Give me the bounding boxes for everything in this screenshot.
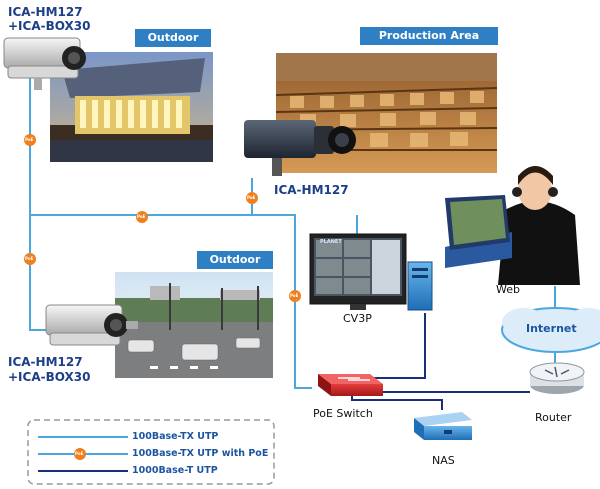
legend-item-utp-poe: 100Base-TX UTP with PoE (132, 448, 269, 459)
web-user[interactable] (445, 166, 580, 285)
poe-badge (24, 253, 36, 265)
camera-model-label: ICA-HM127 (274, 183, 349, 197)
scene-label-outdoor: Outdoor (197, 251, 273, 269)
legend-item-gigabit: 1000Base-T UTP (132, 465, 218, 476)
router-icon[interactable] (529, 362, 585, 394)
camera-housing-label: +ICA-BOX30 (8, 19, 91, 33)
cv3p-monitor[interactable] (309, 233, 407, 310)
poe-switch-label: PoE Switch (313, 407, 373, 420)
camera-housing-label: +ICA-BOX30 (8, 370, 91, 384)
outdoor-top-photo (50, 52, 213, 162)
nas-label: NAS (432, 454, 455, 467)
router-label: Router (535, 411, 572, 424)
internet-cloud (501, 307, 600, 353)
poe-badge-text: PoE (290, 293, 299, 298)
box-camera-icon[interactable] (45, 304, 138, 346)
outdoor-bottom-photo (115, 272, 273, 378)
nas-icon[interactable] (414, 412, 472, 440)
poe-switch-icon[interactable] (318, 374, 383, 396)
poe-badge (246, 192, 258, 204)
poe-badge-text: PoE (25, 137, 34, 142)
poe-badge-text: PoE (75, 451, 84, 456)
cv3p-label: CV3P (343, 312, 372, 325)
camera-model-label: ICA-HM127 (8, 5, 83, 19)
internet-label: Internet (526, 322, 577, 335)
web-label: Web (496, 283, 520, 296)
pc-tower[interactable] (407, 261, 433, 311)
gigabit-lines (351, 313, 530, 410)
poe-badge-text: PoE (247, 195, 256, 200)
box-camera-icon[interactable] (244, 120, 356, 176)
poe-badge-text: PoE (137, 214, 146, 219)
legend (27, 419, 275, 485)
scene-label-outdoor: Outdoor (135, 29, 211, 47)
box-camera-icon[interactable] (3, 37, 86, 90)
poe-badges (24, 134, 301, 302)
poe-badge (289, 290, 301, 302)
camera-model-label: ICA-HM127 (8, 355, 83, 369)
poe-badge (136, 211, 148, 223)
monitor-brand-logo: PLANET (320, 239, 342, 245)
poe-badge-text: PoE (25, 256, 34, 261)
poe-badge (24, 134, 36, 146)
scene-label-production-area: Production Area (360, 27, 498, 45)
legend-item-utp: 100Base-TX UTP (132, 431, 219, 442)
